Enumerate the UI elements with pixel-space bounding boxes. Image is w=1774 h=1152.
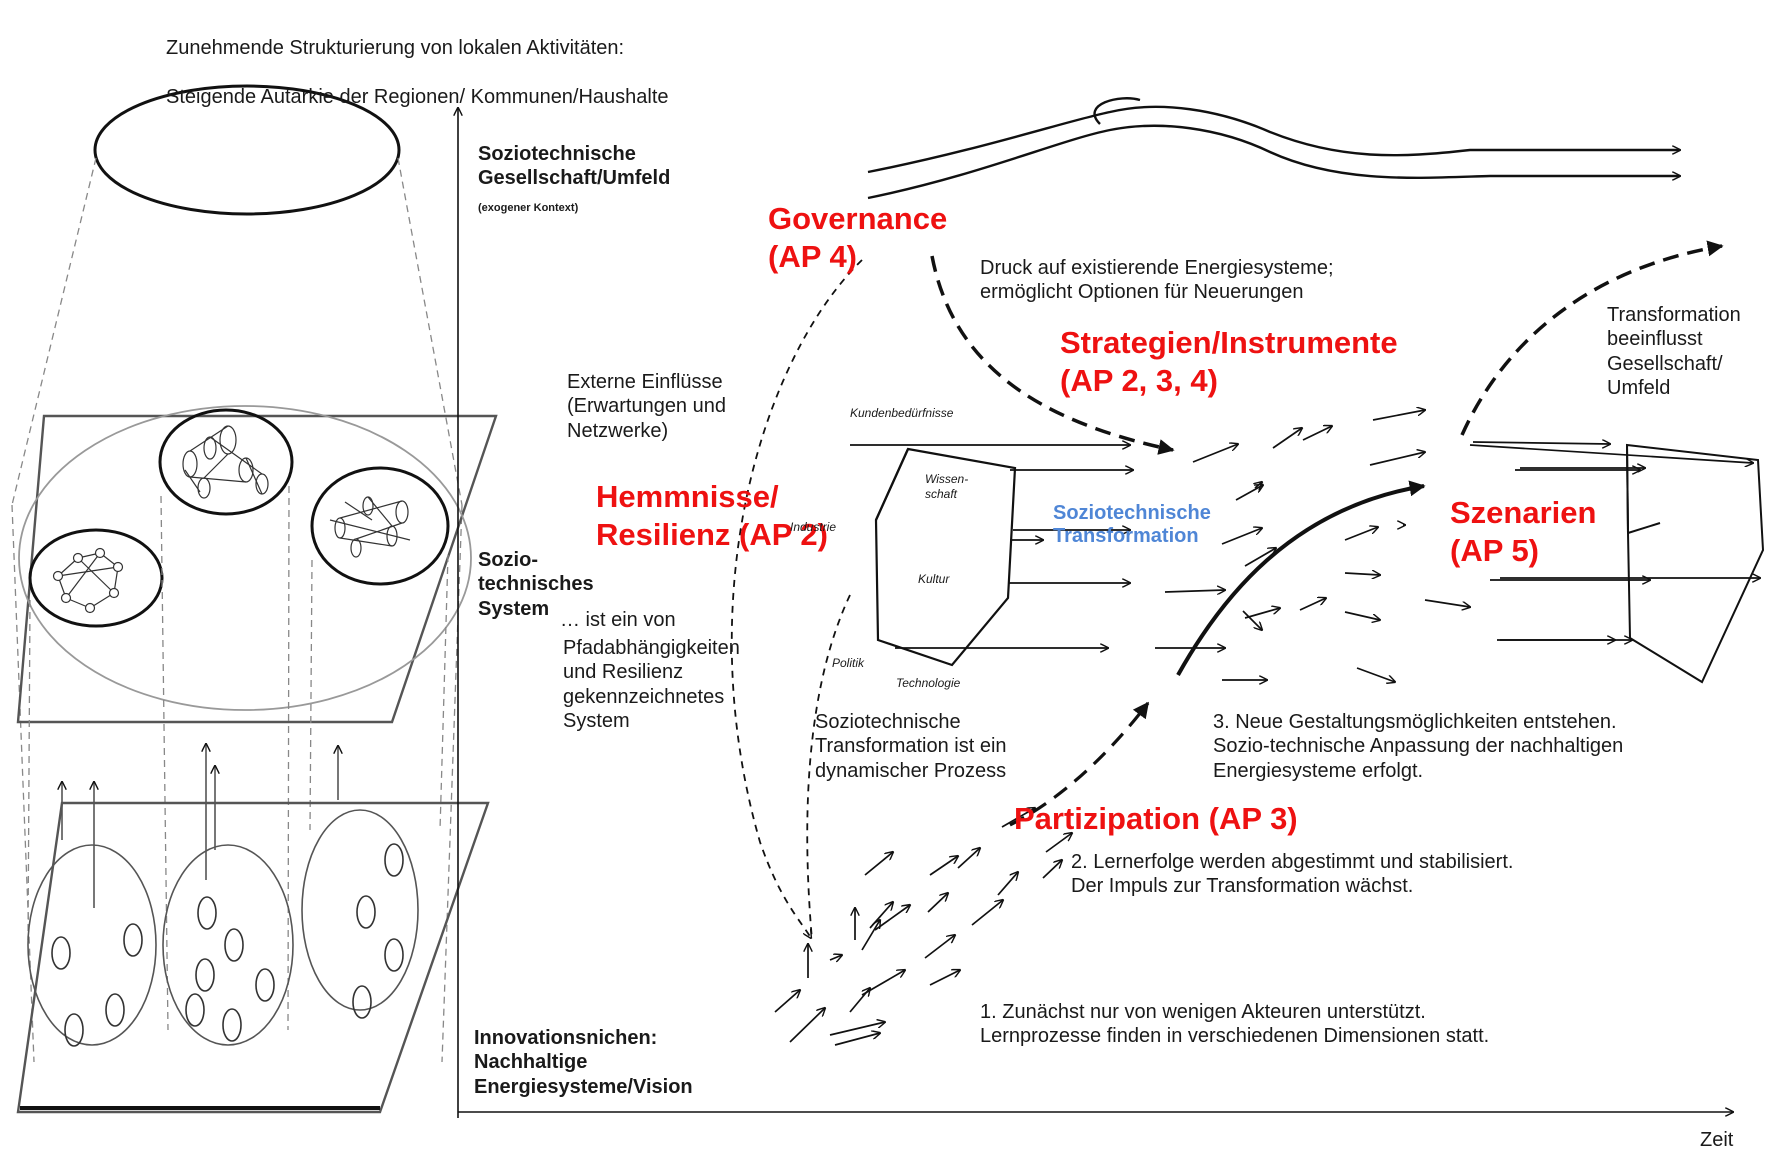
text-soziotechnische-transformation: Soziotechnische Transformation	[1053, 502, 1211, 547]
hexagon-arrows	[850, 445, 1133, 648]
regime-projection-lines	[27, 485, 449, 1031]
hex-label-kultur: Kultur	[918, 572, 950, 586]
header-line-1: Zunehmende Strukturierung von lokalen Ak…	[166, 37, 625, 60]
text-step2: 2. Lernerfolge werden abgestimmt und sta…	[1071, 851, 1514, 898]
regime-desc-first: … ist ein von	[560, 609, 676, 631]
text-druck: Druck auf existierende Energiesysteme; e…	[980, 257, 1334, 304]
niche-arrows	[774, 808, 1072, 1046]
landscape-subtitle: (exogener Kontext)	[478, 202, 579, 214]
text-transformation-beeinflusst: Transformation beeinflusst Gesellschaft/…	[1607, 304, 1741, 400]
landscape-wave	[867, 97, 1680, 200]
landscape-ellipse	[93, 84, 401, 216]
label-hemmnisse: Hemmnisse/ Resilienz (AP 2)	[596, 479, 829, 552]
landscape-projection-lines	[11, 157, 463, 1063]
main-transformation-curve	[1176, 480, 1426, 676]
transformation-feedback-arrow	[1460, 240, 1724, 436]
future-regime-hexagon	[1625, 443, 1765, 684]
hex-label-technologie: Technologie	[896, 676, 961, 690]
header-text: Zunehmende Strukturierung von lokalen Ak…	[166, 12, 669, 134]
regime-cluster-left	[28, 528, 164, 628]
text-step1: 1. Zunächst nur von wenigen Akteuren unt…	[980, 1001, 1490, 1048]
hex-label-politik: Politik	[832, 656, 865, 670]
header-line-2: Steigende Autarkie der Regionen/ Kommune…	[166, 86, 669, 109]
niche-title: Innovationsnichen: Nachhaltige Energiesy…	[474, 1027, 693, 1098]
regime-desc: Pfadabhängigkeiten und Resilienz gekennz…	[563, 637, 740, 733]
main-impulse-dashed	[1009, 701, 1150, 827]
regime-cluster-middle	[158, 408, 294, 516]
niche-plane	[16, 801, 490, 1114]
text-externe: Externe Einflüsse (Erwartungen und Netzw…	[567, 371, 726, 442]
regime-plane	[16, 405, 498, 724]
niche-ellipses	[27, 809, 419, 1046]
text-dynamisch: Soziotechnische Transformation ist ein d…	[815, 711, 1007, 782]
label-strategien: Strategien/Instrumente (AP 2, 3, 4)	[1060, 325, 1398, 398]
dynamic-process-dashed	[806, 594, 851, 941]
hex-label-industrie: Industrie	[790, 520, 837, 534]
regime-cluster-right	[310, 466, 450, 586]
hex-label-wissen: Wissen- schaft	[925, 472, 969, 501]
label-szenarien: Szenarien (AP 5)	[1450, 495, 1597, 568]
niche-circles	[51, 843, 404, 1047]
regime-title: Sozio- technisches System	[478, 549, 594, 620]
niche-up-arrows	[62, 744, 338, 908]
future-hexagon-arrows	[1469, 444, 1760, 640]
governance-pressure-arrow	[930, 255, 1175, 455]
external-influence-arrow	[730, 259, 863, 938]
text-step3: 3. Neue Gestaltungsmöglichkeiten entsteh…	[1213, 711, 1624, 782]
label-governance: Governance (AP 4)	[768, 201, 948, 274]
landscape-title: Soziotechnische Gesellschaft/Umfeld	[478, 143, 671, 190]
regime-hexagon	[874, 447, 1017, 667]
hex-label-kunden: Kundenbedürfnisse	[850, 406, 954, 420]
x-axis-label: Zeit	[1700, 1129, 1734, 1151]
label-partizipation: Partizipation (AP 3)	[1014, 801, 1298, 836]
